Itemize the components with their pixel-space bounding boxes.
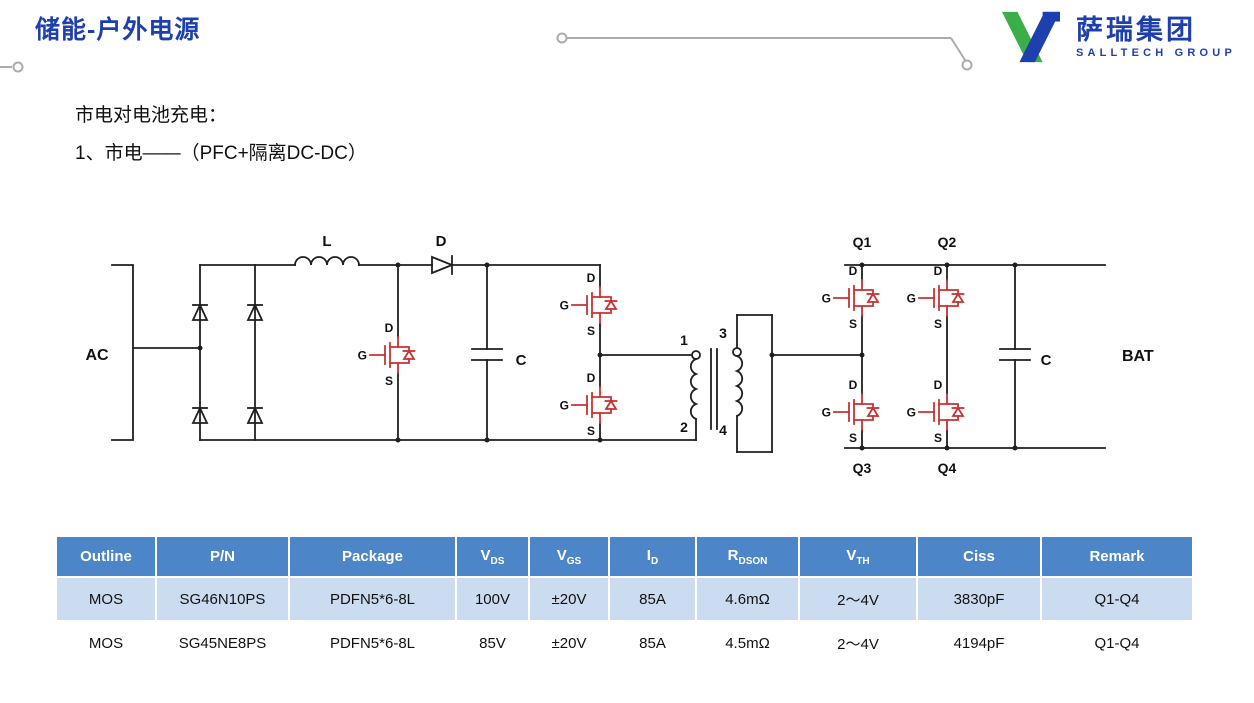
intro-line-2: 1、市电——（PFC+隔离DC-DC）	[75, 143, 367, 164]
table-cell: SG45NE8PS	[155, 620, 290, 666]
decorative-connector	[0, 32, 973, 73]
page-title: 储能-户外电源	[35, 16, 201, 44]
secondary-terminal-4: 4	[719, 422, 727, 438]
column-header: VTH	[798, 535, 918, 578]
table-cell: 3830pF	[916, 576, 1042, 622]
mosfet-q3	[820, 377, 880, 446]
column-header: Remark	[1040, 535, 1194, 578]
boost-diode: D	[431, 233, 455, 275]
mosfet-q2	[905, 263, 965, 332]
company-name-cn: 萨瑞集团	[1075, 15, 1196, 46]
intro-line-1: 市电对电池充电：	[75, 105, 228, 126]
table-cell: PDFN5*6-8L	[288, 620, 457, 666]
table-cell: 100V	[455, 576, 530, 622]
ac-input: AC	[85, 264, 201, 441]
q1-label: Q1	[853, 234, 872, 250]
table-cell: 4.6mΩ	[695, 576, 800, 622]
table-cell: 4194pF	[916, 620, 1042, 666]
mosfet-hb-high	[558, 270, 618, 339]
company-logo-icon	[1001, 11, 1060, 63]
table-cell: MOS	[55, 576, 157, 622]
bat-label: BAT	[1122, 348, 1154, 365]
table-cell: SG46N10PS	[155, 576, 290, 622]
column-header: Package	[288, 535, 457, 578]
column-header: VGS	[528, 535, 610, 578]
company-logo: 萨瑞集团 SALLTECH GROUP	[996, 8, 1236, 66]
boost-diode-label: D	[436, 233, 447, 250]
bus-cap-label: C	[516, 352, 527, 369]
table-cell: 4.5mΩ	[695, 620, 800, 666]
output-capacitor: C	[999, 262, 1052, 451]
transformer: 1 2 3 4	[680, 314, 863, 453]
pfc-inductor: L	[294, 233, 360, 266]
primary-terminal-1: 1	[680, 332, 688, 348]
bridge-rectifier	[191, 264, 264, 441]
mosfet-q1	[820, 263, 880, 332]
table-cell: Q1-Q4	[1040, 620, 1194, 666]
inductor-label: L	[322, 233, 331, 250]
table-cell: ±20V	[528, 576, 610, 622]
column-header: Ciss	[916, 535, 1042, 578]
table-cell: Q1-Q4	[1040, 576, 1194, 622]
bus-capacitor: C	[471, 262, 527, 443]
column-header: P/N	[155, 535, 290, 578]
table-cell: ±20V	[528, 620, 610, 666]
q2-label: Q2	[938, 234, 957, 250]
full-bridge: Q1 Q2 Q3 Q4	[820, 234, 1106, 476]
table-cell: 85A	[608, 576, 697, 622]
company-logo-text: 萨瑞集团 SALLTECH GROUP	[1076, 15, 1236, 58]
intro-text: 市电对电池充电： 1、市电——（PFC+隔离DC-DC）	[75, 106, 367, 163]
table-cell: 85A	[608, 620, 697, 666]
column-header: Outline	[55, 535, 157, 578]
q3-label: Q3	[853, 460, 872, 476]
column-header: ID	[608, 535, 697, 578]
mosfet-hb-low	[558, 370, 618, 439]
table-cell: PDFN5*6-8L	[288, 576, 457, 622]
table-cell: 2～4V	[798, 576, 918, 622]
ac-label: AC	[85, 347, 109, 364]
company-name-en: SALLTECH GROUP	[1075, 46, 1236, 59]
circuit-diagram: D G S AC L	[85, 233, 1154, 476]
column-header: RDSON	[695, 535, 800, 578]
out-cap-label: C	[1041, 352, 1052, 369]
primary-terminal-2: 2	[680, 419, 688, 435]
mosfet-q4	[905, 377, 965, 446]
secondary-terminal-3: 3	[719, 325, 727, 341]
table-cell: MOS	[55, 620, 157, 666]
half-bridge	[558, 264, 693, 443]
table-cell: 2～4V	[798, 620, 918, 666]
mosfet-pfc	[356, 320, 416, 389]
column-header: VDS	[455, 535, 530, 578]
table-cell: 85V	[455, 620, 530, 666]
pfc-switch	[356, 262, 416, 443]
q4-label: Q4	[938, 460, 957, 476]
